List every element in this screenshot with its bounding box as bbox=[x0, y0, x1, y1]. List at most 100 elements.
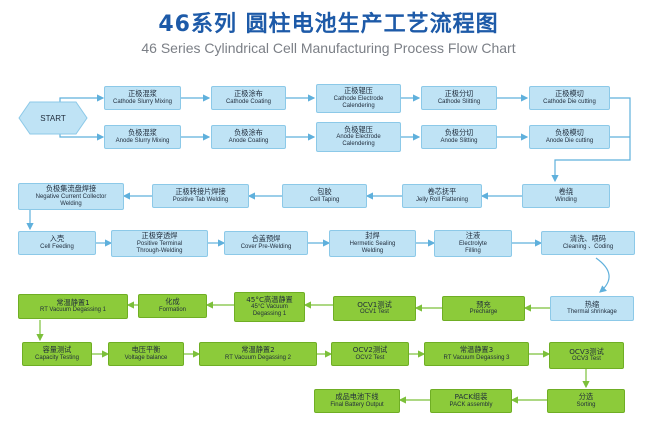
step-label-en: Positive Tab Welding bbox=[172, 196, 229, 203]
step-label-cn: 常温静置3 bbox=[459, 345, 494, 355]
step-label-en: OCV2 Test bbox=[355, 354, 385, 361]
step-label-cn: 热缩 bbox=[584, 299, 600, 309]
step-label-en: Positive Terminal bbox=[136, 240, 183, 247]
step-label-en: OCV3 Test bbox=[572, 356, 601, 363]
step-label-en: Thermal shrinkage bbox=[567, 309, 617, 316]
step-label-cn: 常温静置2 bbox=[241, 345, 275, 355]
step-label-en: Anode Slurry Mixing bbox=[115, 137, 170, 144]
step-label-en: Hermetic Sealing bbox=[349, 240, 396, 247]
step-label-en: Anode Electrode bbox=[336, 134, 381, 141]
step-label-cn: 封焊 bbox=[365, 231, 380, 241]
step-label-cn: 卷芯抚平 bbox=[427, 187, 457, 197]
step-label-en: Electrolyte bbox=[458, 240, 487, 247]
step-label-cn: 常温静置1 bbox=[56, 297, 90, 307]
step-label-en: Cell Feeding bbox=[40, 243, 74, 250]
step-label-en: Welding bbox=[60, 200, 82, 207]
step-label-en: Cleaning 、Coding bbox=[562, 243, 614, 250]
step-label-en: Cathode Electrode bbox=[333, 95, 384, 102]
step-label-en: Precharge bbox=[469, 309, 498, 316]
step-label-en: 45°C Vacuum bbox=[251, 304, 288, 311]
step-label-cn: 合盖预焊 bbox=[251, 234, 281, 244]
step-label-cn: OCV2测试 bbox=[352, 345, 388, 355]
step-label-cn: 预充 bbox=[476, 299, 491, 309]
step-label-cn: OCV1测试 bbox=[357, 299, 392, 309]
step-label-cn: 化成 bbox=[165, 297, 180, 307]
step-label-en: Capacity Testing bbox=[35, 354, 79, 361]
step-label-en: Filling bbox=[465, 247, 481, 254]
step-label-cn: 正极辊压 bbox=[344, 86, 373, 96]
step-label-en: Calendering bbox=[342, 102, 375, 109]
step-label-en: Voltage balance bbox=[124, 354, 168, 361]
step-label-cn: 正极分切 bbox=[444, 89, 474, 99]
step-label-cn: 负极涂布 bbox=[234, 128, 263, 138]
step-label-en: Through-Welding bbox=[136, 247, 183, 254]
step-label-en: Jelly Roll Flattening bbox=[415, 196, 469, 203]
step-label-cn: 正极穿透焊 bbox=[141, 231, 178, 241]
step-label-cn: 正极涂布 bbox=[234, 89, 263, 99]
step-label-cn: 容量测试 bbox=[42, 345, 72, 355]
step-label-cn: 卷绕 bbox=[558, 187, 574, 197]
step-label-cn: 负极模切 bbox=[555, 128, 584, 138]
step-label-cn: 负极分切 bbox=[444, 128, 474, 138]
step-label-en: Anode Die cutting bbox=[545, 137, 594, 144]
step-label-en: Cathode Coating bbox=[225, 98, 272, 105]
step-label-cn: 包胶 bbox=[317, 187, 332, 197]
step-label-en: Anode Slitting bbox=[440, 137, 478, 144]
step-label-cn: 45°C高温静置 bbox=[246, 294, 293, 304]
step-label-cn: 正极模切 bbox=[555, 89, 584, 99]
step-label-cn: OCV3测试 bbox=[569, 346, 604, 356]
step-label-en: Welding bbox=[361, 247, 384, 254]
step-label-cn: 负极集流盘焊接 bbox=[45, 184, 97, 194]
step-label-en: Negative Current Collector bbox=[35, 193, 107, 200]
step-label-en: RT Vacuum Degassing 3 bbox=[443, 354, 510, 361]
step-label-en: Degassing 1 bbox=[252, 311, 287, 318]
step-label-en: Anode Coating bbox=[228, 137, 269, 144]
step-label-cn: 注液 bbox=[465, 231, 481, 241]
start-label: START bbox=[40, 113, 66, 123]
step-label-cn: 清洗、喷码 bbox=[570, 234, 606, 244]
step-label-en: Cathode Slitting bbox=[437, 98, 481, 105]
start-shape bbox=[18, 101, 88, 135]
step-label-en: Sorting bbox=[576, 401, 596, 408]
step-label-en: Cathode Die cutting bbox=[543, 98, 596, 105]
step-label-en: Calendering bbox=[342, 141, 375, 148]
step-label-cn: 负极辊压 bbox=[344, 124, 373, 134]
step-label-cn: 入壳 bbox=[49, 234, 65, 244]
step-label-en: Cover Pre-Welding bbox=[240, 243, 292, 250]
step-label-cn: 成品电池下线 bbox=[335, 392, 379, 402]
step-label-en: RT Vacuum Degassing 1 bbox=[39, 307, 107, 314]
page-title: 46系列 圆柱电池生产工艺流程图 bbox=[158, 12, 499, 37]
step-label-en: Cell Taping bbox=[309, 196, 340, 203]
step-label-en: PACK assembly bbox=[449, 401, 493, 408]
step-label-cn: PACK组装 bbox=[454, 392, 488, 402]
